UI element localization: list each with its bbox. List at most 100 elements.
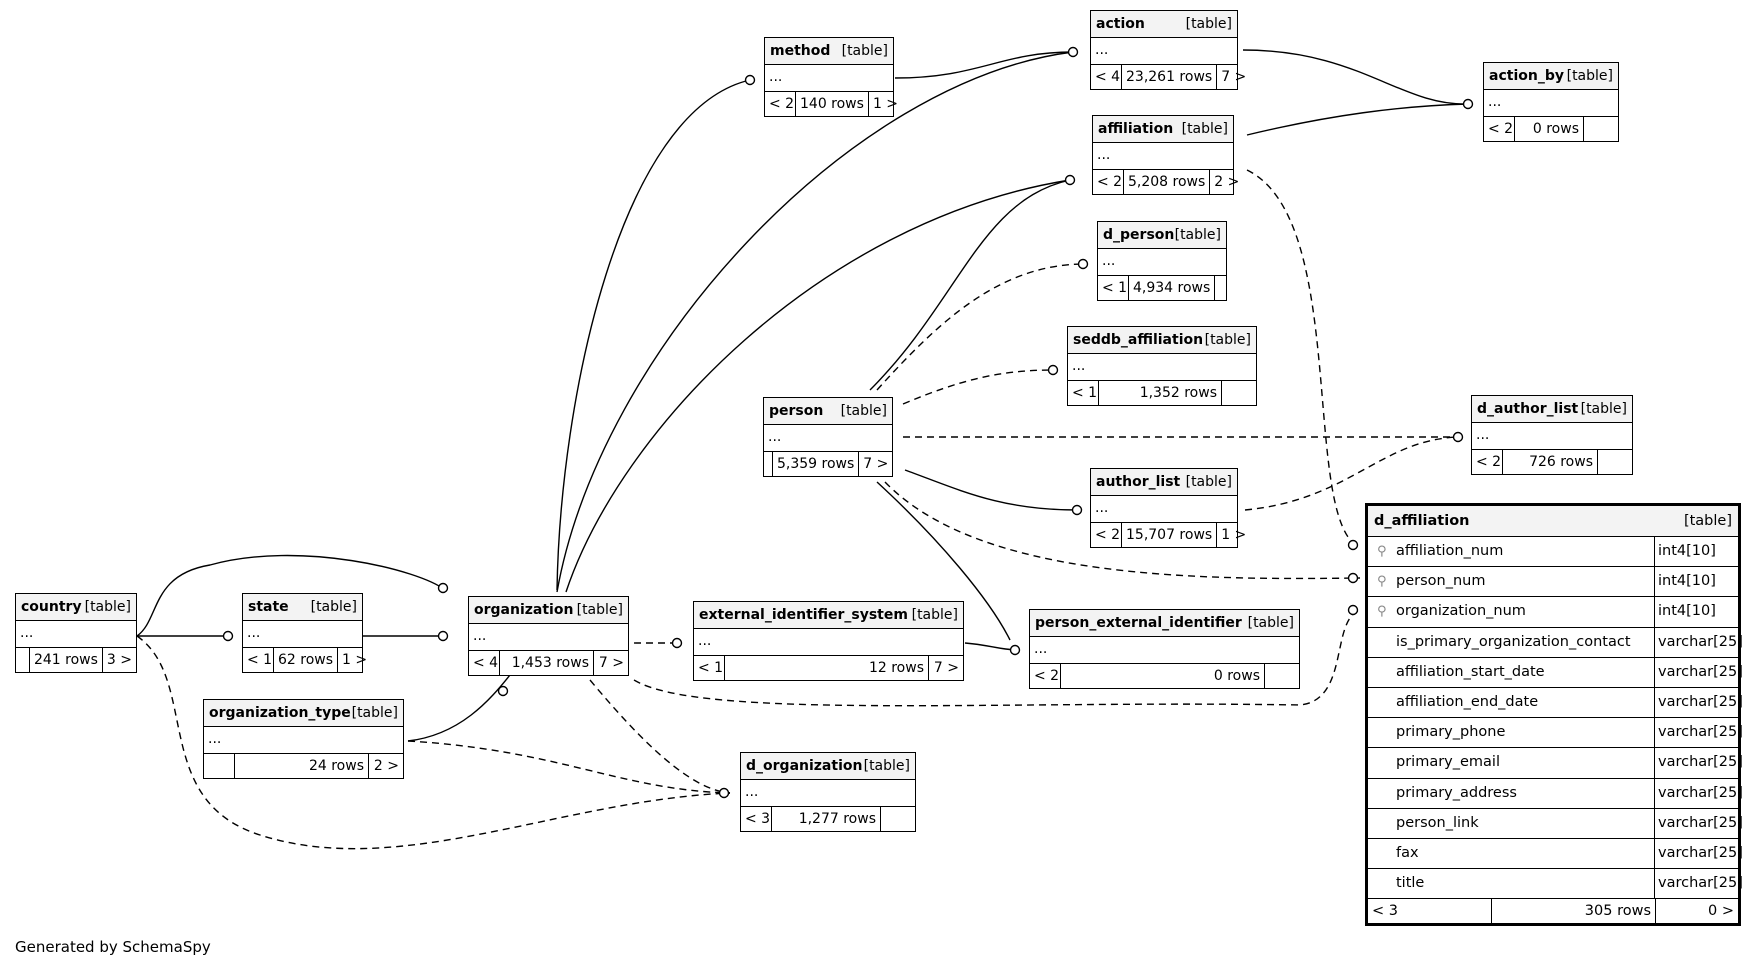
child-count: 2 > xyxy=(373,758,399,774)
edge-endpoint-marker xyxy=(1067,46,1079,58)
parent-count xyxy=(764,452,773,476)
row-count: 1,352 rows xyxy=(1099,381,1222,405)
column-row[interactable]: affiliation_end_date varchar[25] xyxy=(1368,687,1743,719)
column-type: varchar[25] xyxy=(1658,693,1743,710)
column-name: is_primary_organization_contact xyxy=(1368,627,1655,657)
edge-organization_type-d_organization xyxy=(407,740,731,794)
edge-endpoint-marker xyxy=(1462,98,1474,110)
column-name: ⚲ organization_num xyxy=(1368,597,1655,627)
table-columns-collapsed: ... xyxy=(694,629,963,656)
row-count: 0 rows xyxy=(1061,664,1265,688)
edge-organization-d_affiliation xyxy=(633,609,1361,707)
table-name: action xyxy=(1096,16,1145,32)
edge-endpoint-marker xyxy=(1452,431,1464,443)
column-label: primary_address xyxy=(1396,784,1517,801)
child-count xyxy=(881,807,915,831)
table-kind: [table] xyxy=(1185,474,1232,490)
column-name: ⚲person_num xyxy=(1368,567,1655,597)
column-label: primary_phone xyxy=(1396,724,1506,741)
column-label: organization_num xyxy=(1396,603,1526,620)
column-label: primary_email xyxy=(1396,754,1500,771)
table-columns-collapsed: ... xyxy=(204,727,403,754)
edge-organization-d_organization xyxy=(589,679,731,794)
child-count: 1 > xyxy=(342,652,368,668)
table-name: seddb_affiliation xyxy=(1073,332,1204,348)
column-row[interactable]: primary_email varchar[25] xyxy=(1368,748,1743,779)
table-columns-collapsed: ... xyxy=(1093,143,1233,170)
row-count: 140 rows xyxy=(796,92,869,116)
table-name: organization_type xyxy=(209,705,351,721)
edge-person-d_person xyxy=(876,263,1084,391)
child-count: 7 > xyxy=(863,456,889,472)
key-icon: ⚲ xyxy=(1377,604,1387,620)
edge-endpoint-marker xyxy=(497,685,509,697)
table-person_external_identifier[interactable]: person_external_identifier[table] ... < … xyxy=(1029,609,1300,689)
column-type: varchar[25] xyxy=(1658,754,1743,771)
child-count: 3 > xyxy=(106,652,132,668)
column-name: affiliation_end_date xyxy=(1368,687,1655,718)
parent-count xyxy=(204,754,235,778)
table-kind: [table] xyxy=(1204,332,1251,348)
edge-endpoint-marker xyxy=(437,582,449,594)
row-count: 24 rows xyxy=(235,754,369,778)
table-name: affiliation xyxy=(1098,121,1174,137)
column-label: person_link xyxy=(1396,814,1479,831)
edge-endpoint-marker xyxy=(1047,364,1059,376)
column-name: fax xyxy=(1368,838,1655,869)
child-count: 7 > xyxy=(1221,69,1247,85)
table-name: d_organization xyxy=(746,758,863,774)
table-external_identifier_system[interactable]: external_identifier_system[table] ... < … xyxy=(693,601,964,681)
child-count: 2 > xyxy=(1214,174,1240,190)
child-count: 0 > xyxy=(1708,903,1734,920)
table-kind: [table] xyxy=(1174,227,1221,243)
edge-affiliation-d_affiliation xyxy=(1246,169,1361,549)
column-name: person_link xyxy=(1368,808,1655,838)
table-columns-collapsed: ... xyxy=(1472,423,1632,450)
table-kind: [table] xyxy=(1566,68,1613,84)
column-type: varchar[25] xyxy=(1658,875,1743,892)
edge-person-d_affiliation xyxy=(884,481,1361,580)
parent-count xyxy=(16,648,30,672)
edge-endpoint-marker xyxy=(718,787,730,799)
parent-count: < 1 xyxy=(243,648,274,672)
edge-endpoint-marker xyxy=(1347,539,1359,551)
parent-count: < 2 xyxy=(1093,170,1124,194)
column-label: affiliation_end_date xyxy=(1396,693,1539,710)
edge-person-seddb_affiliation xyxy=(902,369,1054,405)
column-type: varchar[25] xyxy=(1658,633,1743,650)
row-count: 0 rows xyxy=(1515,117,1584,141)
table-columns-collapsed: ... xyxy=(1484,90,1618,117)
parent-count: < 2 xyxy=(1091,523,1122,547)
column-type: varchar[25] xyxy=(1658,663,1743,680)
edge-organization-affiliation xyxy=(565,179,1071,593)
child-count: 1 > xyxy=(872,96,899,112)
column-name: primary_phone xyxy=(1368,718,1655,748)
